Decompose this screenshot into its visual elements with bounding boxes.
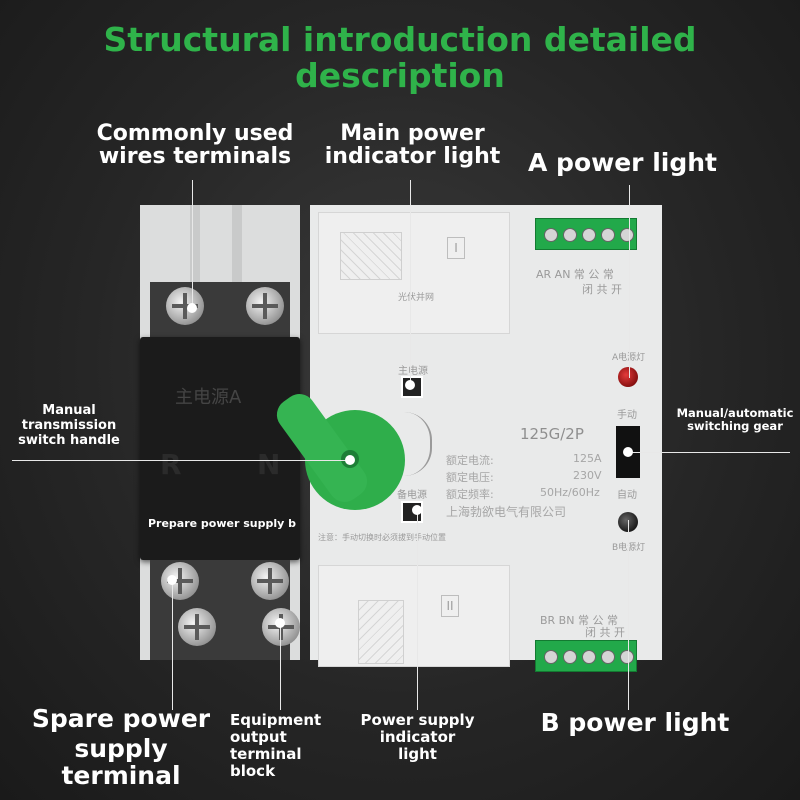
terminal-screw-icon [563, 228, 577, 242]
label-equipment-line2: output [230, 728, 287, 746]
bottom-terminal-labels-2: 闭 共 开 [585, 626, 625, 639]
label-spare-power-terminal: Spare power supply terminal [15, 704, 227, 790]
bottom-screw-2-icon[interactable] [251, 562, 289, 600]
roman-two-label: II [441, 595, 459, 617]
leader-dot-spare [167, 575, 177, 585]
label-spare-line1: Spare power [31, 704, 211, 733]
model-number: 125G/2P [520, 425, 584, 443]
leader-line-a-light [629, 185, 630, 378]
top-screw-left-icon[interactable] [166, 287, 204, 325]
label-manual-handle: Manual transmission switch handle [10, 403, 128, 448]
maker-label: 上海勃欲电气有限公司 [446, 505, 567, 519]
backup-window-label: 备电源 [397, 490, 427, 501]
power-tower-icon [358, 600, 404, 664]
title-line-1: Structural introduction detailed [103, 20, 697, 59]
leader-dot-gear [623, 447, 633, 457]
label-b-power-light: B power light [540, 708, 730, 737]
terminal-screw-icon [620, 228, 634, 242]
a-light-label: A电源灯 [612, 350, 645, 363]
label-prepare-power-b: Prepare power supply b [147, 517, 297, 530]
label-supply-line2: indicator [379, 728, 456, 746]
bottom-screw-3-icon[interactable] [178, 608, 216, 646]
spec-value-3: 50Hz/60Hz [540, 486, 600, 499]
label-a-power-light: A power light [528, 148, 717, 177]
manual-label: 手动 [617, 410, 637, 421]
device-bottom-panel [318, 565, 510, 667]
terminal-screw-icon [544, 228, 558, 242]
terminal-screw-icon [582, 650, 596, 664]
leader-line-supply-indicator [417, 510, 418, 710]
leader-dot-output [275, 618, 285, 628]
label-equipment-output: Equipment output terminal block [230, 712, 350, 780]
label-main-indicator-line1: Main power [340, 121, 485, 146]
bottom-terminal-labels: BR BN 常 公 常 [540, 614, 618, 627]
leader-line-b-light [628, 520, 629, 710]
label-main-power-indicator: Main power indicator light [315, 122, 510, 168]
top-terminal-labels: AR AN 常 公 常 [536, 268, 614, 281]
top-green-terminal[interactable] [535, 218, 637, 250]
leader-dot-wires [187, 303, 197, 313]
leader-dot-main-indicator [405, 380, 415, 390]
leader-line-main-indicator [410, 180, 411, 385]
label-common-wires: Commonly used wires terminals [80, 122, 310, 168]
auto-label: 自动 [617, 490, 637, 501]
terminal-screw-icon [563, 650, 577, 664]
spec-name-2: 额定电压: [446, 471, 494, 484]
leader-line-wires [192, 180, 193, 310]
top-screw-right-icon[interactable] [246, 287, 284, 325]
label-manual-line3: switch handle [18, 433, 120, 448]
terminal-screw-icon [601, 228, 615, 242]
spec-name-1: 额定电流: [446, 454, 494, 467]
terminal-screw-icon [544, 650, 558, 664]
label-manual-line2: transmission [21, 418, 117, 433]
leader-dot-supply-indicator [412, 505, 422, 515]
label-equipment-line1: Equipment [230, 711, 322, 729]
label-supply-line3: light [398, 745, 437, 763]
label-common-wires-line1: Commonly used [96, 121, 294, 146]
label-main-indicator-line2: indicator light [324, 144, 501, 170]
label-spare-line2: supply terminal [61, 734, 181, 790]
leader-line-spare [172, 580, 173, 710]
main-window-label: 主电源 [398, 366, 428, 377]
leader-line-gear [628, 452, 790, 453]
spec-value-2: 230V [573, 469, 602, 482]
spec-value-1: 125A [573, 452, 602, 465]
lid-label: 主电源A [175, 387, 242, 408]
solar-panel-icon [340, 232, 402, 280]
note-label: 注意：手动切换时必须拔到手动位置 [318, 533, 446, 542]
terminal-screw-icon [582, 228, 596, 242]
label-common-wires-line2: wires terminals [98, 144, 292, 170]
a-power-light [618, 367, 638, 387]
lid-N-label: N [257, 448, 281, 481]
leader-line-handle [12, 460, 352, 461]
label-supply-line1: Power supply [360, 711, 475, 729]
label-gear-line2: switching gear [687, 419, 783, 433]
spec-name-3: 额定频率: [446, 488, 494, 501]
lid-R-label: R [160, 448, 182, 481]
solar-label: 光伏并网 [398, 293, 435, 303]
top-terminal-labels-2: 闭 共 开 [582, 283, 622, 296]
bottom-green-terminal[interactable] [535, 640, 637, 672]
cover-lid [140, 337, 300, 560]
label-gear-line1: Manual/automatic [676, 406, 794, 420]
leader-dot-handle [345, 455, 355, 465]
label-equipment-line3: terminal block [230, 745, 302, 780]
label-manual-line1: Manual [42, 403, 96, 418]
rotation-arrow-icon [404, 412, 432, 476]
label-manual-auto-gear: Manual/automatic switching gear [676, 407, 794, 433]
roman-one-label: I [447, 237, 465, 259]
label-power-supply-indicator: Power supply indicator light [355, 712, 480, 763]
terminal-screw-icon [601, 650, 615, 664]
terminal-screw-icon [620, 650, 634, 664]
title-line-2: description [295, 56, 505, 95]
leader-line-output [280, 622, 281, 710]
